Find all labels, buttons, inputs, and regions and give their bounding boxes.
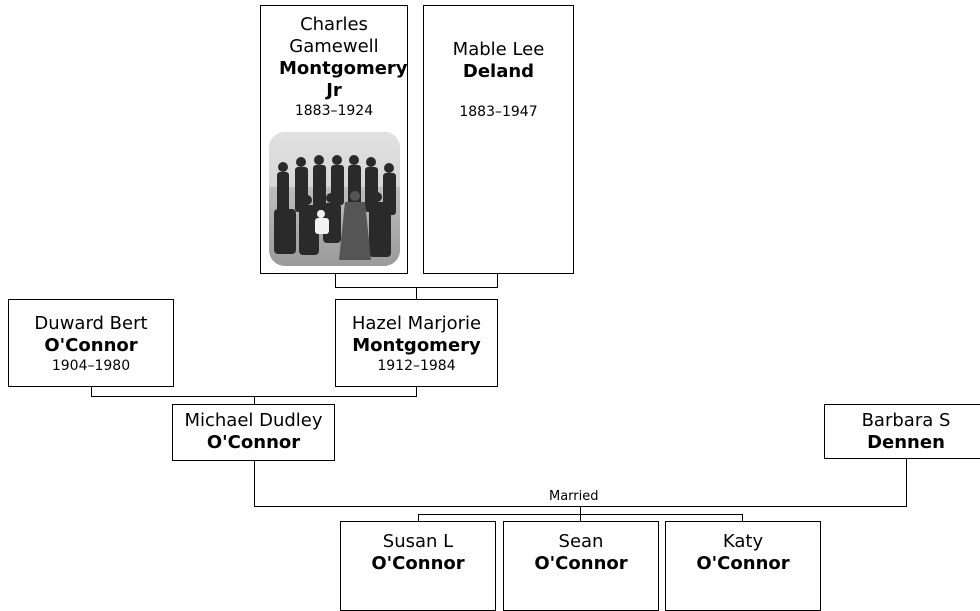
person-card-susan[interactable]: Susan L O'Connor: [340, 521, 496, 611]
person-card-mable[interactable]: Mable Lee Deland 1883–1947: [423, 5, 574, 274]
person-dates: 1883–1947: [459, 104, 538, 120]
connector-line: [906, 458, 907, 507]
connector-line: [254, 396, 255, 405]
person-card-katy[interactable]: Katy O'Connor: [665, 521, 821, 611]
person-card-charles[interactable]: Charles Gamewell Montgomery Jr 1883–1924: [260, 5, 408, 274]
person-surname: O'Connor: [371, 553, 465, 574]
connector-line: [416, 386, 417, 396]
person-dates: 1883–1924: [294, 103, 374, 119]
family-group-photo-icon: [269, 132, 400, 266]
person-given-name: Susan L: [382, 531, 454, 552]
person-card-duward[interactable]: Duward Bert O'Connor 1904–1980: [8, 299, 174, 387]
person-surname: O'Connor: [534, 553, 628, 574]
relationship-label: Married: [546, 489, 602, 504]
connector-line: [580, 506, 581, 514]
person-given-name: Barbara S: [861, 410, 951, 431]
person-given-name: Hazel Marjorie: [351, 313, 482, 334]
connector-line: [497, 273, 498, 287]
person-card-sean[interactable]: Sean O'Connor: [503, 521, 659, 611]
family-photo: [269, 132, 400, 266]
connector-line: [418, 514, 419, 522]
person-card-barbara[interactable]: Barbara S Dennen: [824, 404, 980, 459]
person-dates: 1912–1984: [377, 358, 456, 374]
person-card-hazel[interactable]: Hazel Marjorie Montgomery 1912–1984: [335, 299, 498, 387]
person-dates: 1904–1980: [51, 358, 131, 374]
connector-line: [416, 287, 417, 299]
person-given-name: Sean: [558, 531, 604, 552]
person-given-name: Katy: [722, 531, 764, 552]
person-given-name: Charles Gamewell: [289, 14, 379, 57]
connector-line: [580, 514, 581, 522]
person-given-name: Duward Bert: [34, 313, 148, 334]
person-surname: O'Connor: [44, 335, 138, 356]
person-surname: Deland: [462, 61, 535, 82]
connector-line: [335, 273, 336, 287]
person-given-name: Mable Lee: [452, 39, 545, 60]
person-card-michael[interactable]: Michael Dudley O'Connor: [172, 404, 335, 461]
connector-line: [91, 386, 92, 396]
person-surname: Dennen: [867, 432, 945, 453]
person-surname: Montgomery Jr: [279, 58, 408, 101]
person-surname: O'Connor: [206, 432, 301, 453]
person-surname: Montgomery: [352, 335, 481, 356]
connector-line: [742, 514, 743, 522]
person-surname: O'Connor: [696, 553, 790, 574]
person-given-name: Michael Dudley: [184, 410, 323, 431]
connector-line: [254, 460, 255, 507]
